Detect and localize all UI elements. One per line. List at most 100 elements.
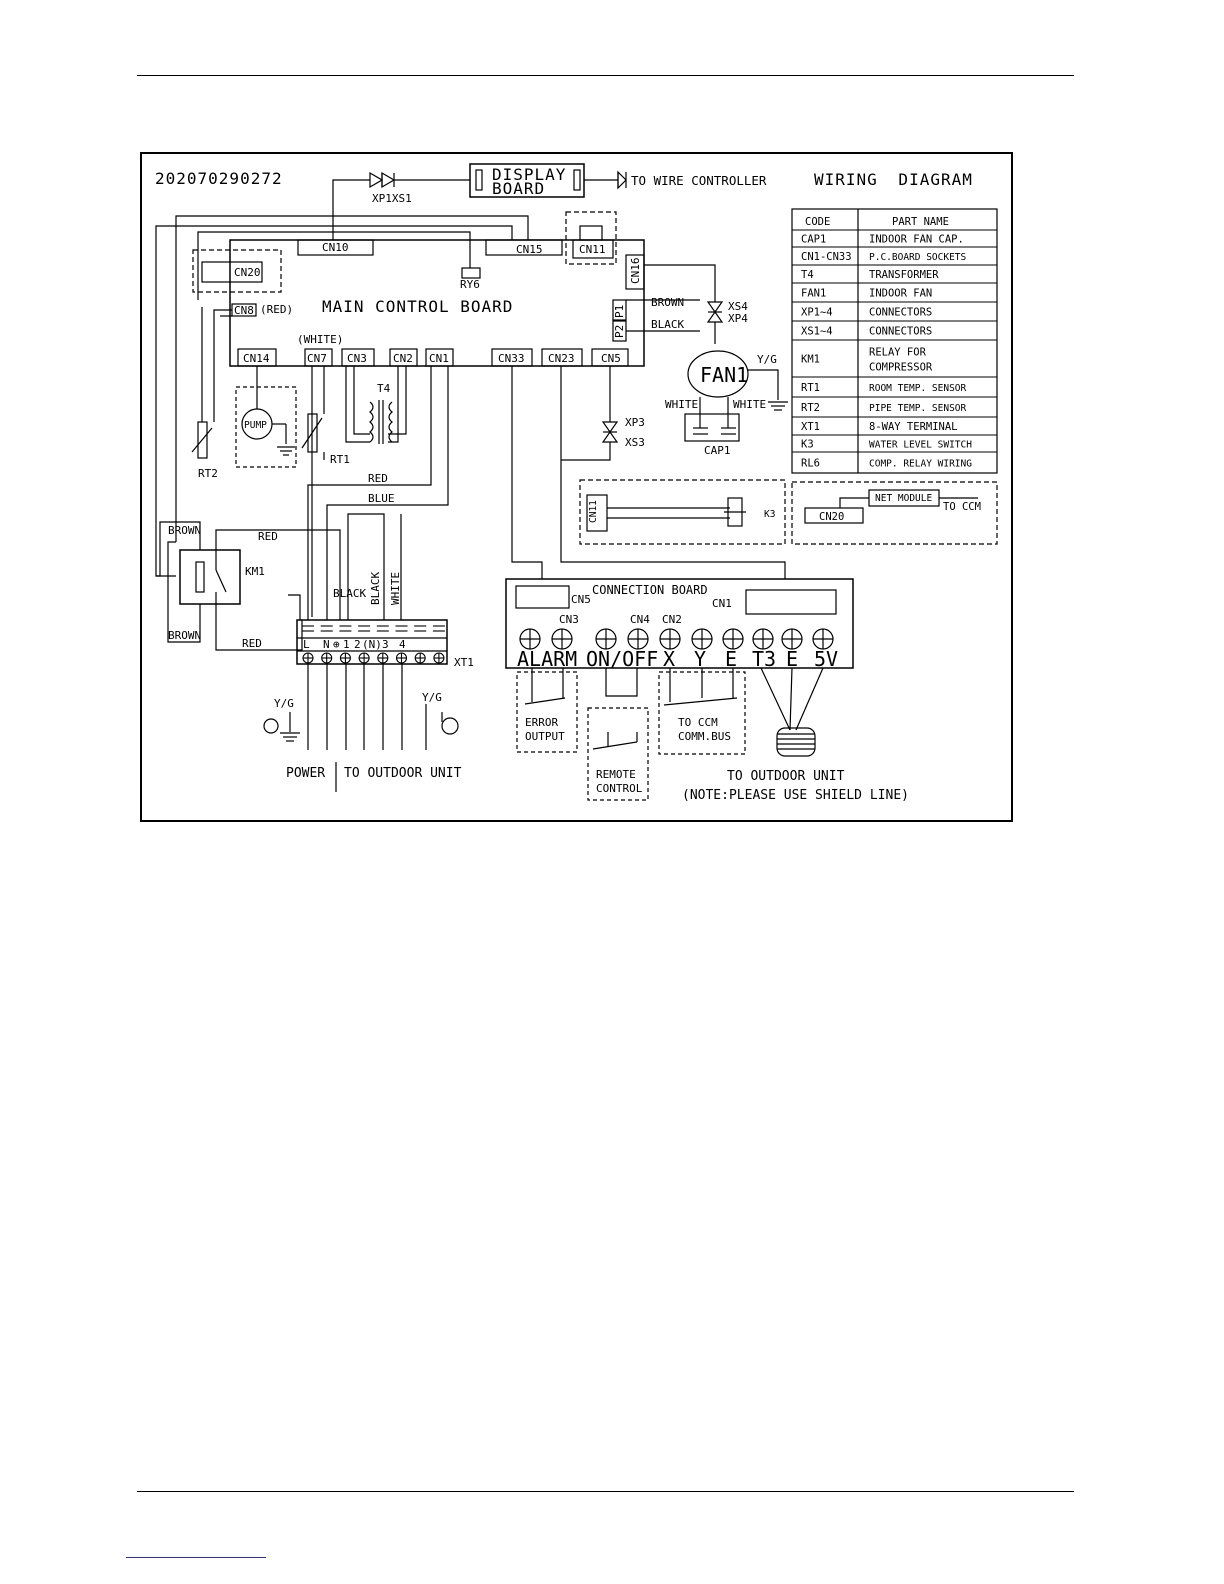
table-cell-part-name: ROOM TEMP. SENSOR bbox=[869, 383, 967, 394]
cn7-label: CN7 bbox=[307, 352, 327, 365]
net-cn20-label: CN20 bbox=[819, 511, 844, 523]
xs4-label: XS4 bbox=[728, 300, 748, 313]
table-cell-code: CN1-CN33 bbox=[801, 251, 852, 263]
cn11-dashed-group bbox=[565, 211, 617, 265]
blue-wire-label: BLUE bbox=[368, 492, 395, 505]
xt1-term-4: 4 bbox=[399, 638, 406, 651]
cb-term-e2: E bbox=[786, 647, 798, 671]
cn16-label: CN16 bbox=[629, 258, 642, 285]
table-cell-part-name: CONNECTORS bbox=[869, 307, 932, 319]
main-board-label: MAIN CONTROL BOARD bbox=[322, 297, 513, 316]
red-wire-label: RED bbox=[368, 472, 388, 485]
fan-white-right: WHITE bbox=[733, 398, 766, 411]
error-output-line1: ERROR bbox=[525, 716, 558, 729]
brown-wire-label: BROWN bbox=[651, 296, 684, 309]
connection-board-label: CONNECTION BOARD bbox=[592, 583, 708, 597]
error-output-box bbox=[516, 671, 578, 753]
cn7-box bbox=[304, 348, 333, 367]
cap1-box bbox=[684, 413, 740, 442]
cn11-label: CN11 bbox=[579, 243, 606, 256]
xt1-term-2: 2 bbox=[354, 638, 361, 651]
display-board-label: DISPLAY bbox=[492, 165, 566, 184]
net-module-dashed-group bbox=[791, 481, 998, 545]
rt2-label: RT2 bbox=[198, 467, 218, 480]
cn5-label: CN5 bbox=[601, 352, 621, 365]
cb-term-alarm: ALARM bbox=[517, 647, 577, 671]
xt1-terminal-block bbox=[296, 619, 448, 665]
cn10-label: CN10 bbox=[322, 241, 349, 254]
table-cell-code: CAP1 bbox=[801, 234, 826, 246]
net-module-label: NET MODULE bbox=[875, 493, 932, 504]
xp3-label: XP3 bbox=[625, 416, 645, 429]
cn8-label: CN8 bbox=[234, 304, 254, 317]
cn33-label: CN33 bbox=[498, 352, 525, 365]
pump-dashed-group bbox=[235, 386, 297, 468]
cb-cn3-label: CN3 bbox=[559, 613, 579, 626]
fan-white-left: WHITE bbox=[665, 398, 698, 411]
diagram-frame bbox=[140, 152, 1013, 822]
table-cell-code: FAN1 bbox=[801, 288, 826, 300]
to-outdoor-left-label: TO OUTDOOR UNIT bbox=[344, 766, 462, 781]
header-rule bbox=[137, 75, 1074, 76]
cn1-box bbox=[425, 348, 454, 367]
cn2-box bbox=[389, 348, 418, 367]
remote-control-line2: CONTROL bbox=[596, 782, 643, 795]
xt1-term-n: N bbox=[323, 638, 330, 651]
table-cell-code: RL6 bbox=[801, 458, 820, 470]
wiring-diagram: 202070290272 WIRING DIAGRAM DISPLAY BOAR… bbox=[140, 152, 1013, 822]
cn20-box bbox=[201, 261, 263, 283]
xt1-term-1: 1 bbox=[343, 638, 350, 651]
k3-label: K3 bbox=[764, 509, 775, 520]
table-cell-code: XS1~4 bbox=[801, 326, 833, 338]
k3-dashed-group bbox=[579, 479, 786, 545]
xt1-term-l: L bbox=[303, 638, 310, 651]
table-cell-code: XT1 bbox=[801, 421, 820, 433]
error-output-line2: OUTPUT bbox=[525, 730, 565, 743]
table-cell-code: RT1 bbox=[801, 382, 820, 394]
xs3-label: XS3 bbox=[625, 436, 645, 449]
brown-bottom-label: BROWN bbox=[168, 629, 201, 642]
table-header-code: CODE bbox=[805, 216, 830, 228]
table-cell-part-name: 8-WAY TERMINAL bbox=[869, 421, 958, 433]
remote-control-line1: REMOTE bbox=[596, 768, 636, 781]
table-cell-code: K3 bbox=[801, 439, 814, 451]
km1-label: KM1 bbox=[245, 565, 265, 578]
cn2-label: CN2 bbox=[393, 352, 413, 365]
cb-cn2-label: CN2 bbox=[662, 613, 682, 626]
table-cell-part-name: P.C.BOARD SOCKETS bbox=[869, 252, 967, 263]
table-cell-part-name: RELAY FOR bbox=[869, 347, 927, 359]
cn23-label: CN23 bbox=[548, 352, 575, 365]
table-cell-part-name: COMP. RELAY WIRING bbox=[869, 459, 972, 470]
shield-note: (NOTE:PLEASE USE SHIELD LINE) bbox=[682, 788, 909, 803]
to-wire-controller-label: TO WIRE CONTROLLER bbox=[631, 173, 767, 188]
xt1-term-3: 3 bbox=[382, 638, 389, 651]
cn14-label: CN14 bbox=[243, 352, 270, 365]
to-ccm-label: TO CCM bbox=[943, 501, 981, 513]
cb-term-y: Y bbox=[694, 647, 706, 671]
table-cell-part-name: COMPRESSOR bbox=[869, 362, 933, 374]
table-cell-part-name: PIPE TEMP. SENSOR bbox=[869, 403, 967, 414]
pump-label: PUMP bbox=[244, 420, 267, 431]
xp4-label: XP4 bbox=[728, 312, 748, 325]
cb-term-5v: 5V bbox=[814, 647, 838, 671]
to-ccm-bus-line2: COMM.BUS bbox=[678, 730, 731, 743]
cn20-label: CN20 bbox=[234, 266, 261, 279]
table-cell-part-name: INDOOR FAN CAP. bbox=[869, 234, 964, 246]
yg-right-label: Y/G bbox=[422, 691, 442, 704]
display-board-label-2: BOARD bbox=[492, 179, 545, 198]
k3-cn11-label: CN11 bbox=[588, 500, 599, 523]
table-cell-part-name: WATER LEVEL SWITCH bbox=[869, 440, 972, 451]
to-outdoor-right-label: TO OUTDOOR UNIT bbox=[727, 769, 845, 784]
ry6-box bbox=[461, 267, 481, 279]
cb-term-onoff: ON/OFF bbox=[586, 647, 658, 671]
p1-box bbox=[612, 299, 627, 321]
p1-label: P1 bbox=[613, 305, 626, 318]
cn15-label: CN15 bbox=[516, 243, 543, 256]
table-cell-code: KM1 bbox=[801, 354, 820, 366]
footer-rule bbox=[137, 1491, 1074, 1492]
km1-relay bbox=[179, 549, 241, 605]
cap1-label: CAP1 bbox=[704, 444, 731, 457]
table-header-part-name: PART NAME bbox=[892, 216, 949, 228]
black-wire-xt1-label: BLACK bbox=[333, 587, 366, 600]
cn3-label: CN3 bbox=[347, 352, 367, 365]
